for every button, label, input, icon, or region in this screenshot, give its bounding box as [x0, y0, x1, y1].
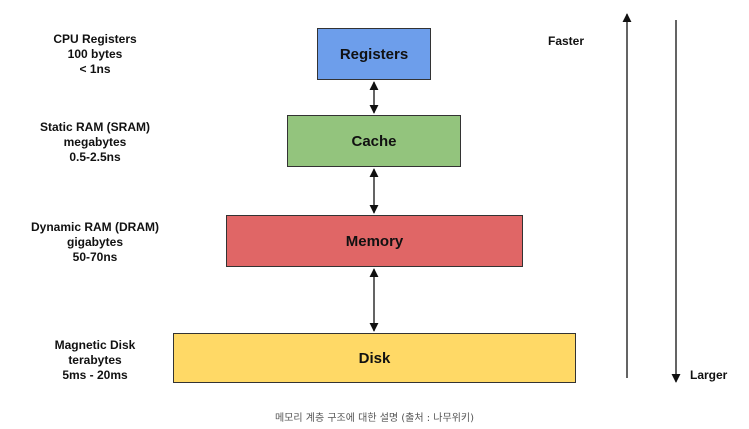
cache-box: Cache — [287, 115, 461, 167]
cache-description: Static RAM (SRAM) megabytes 0.5-2.5ns — [20, 120, 170, 165]
cache-desc-speed: 0.5-2.5ns — [69, 150, 121, 164]
registers-description: CPU Registers 100 bytes < 1ns — [30, 32, 160, 77]
memory-desc-speed: 50-70ns — [72, 250, 118, 264]
memory-desc-type: Dynamic RAM (DRAM) — [30, 220, 159, 234]
larger-label: Larger — [690, 368, 728, 382]
disk-desc-type: Magnetic Disk — [54, 338, 136, 352]
registers-desc-speed: < 1ns — [79, 62, 111, 76]
memory-description: Dynamic RAM (DRAM) gigabytes 50-70ns — [15, 220, 175, 265]
disk-description: Magnetic Disk terabytes 5ms - 20ms — [30, 338, 160, 383]
registers-box: Registers — [317, 28, 431, 80]
cache-desc-size: megabytes — [63, 135, 127, 149]
faster-label: Faster — [548, 34, 585, 48]
registers-desc-size: 100 bytes — [67, 47, 123, 61]
memory-desc-size: gigabytes — [66, 235, 123, 249]
figure-caption: 메모리 계층 구조에 대한 설명 (출처 : 나무위키) — [274, 413, 475, 424]
disk-desc-size: terabytes — [68, 353, 122, 367]
disk-box: Disk — [173, 333, 576, 383]
cache-desc-type: Static RAM (SRAM) — [40, 120, 150, 134]
registers-desc-type: CPU Registers — [53, 32, 137, 46]
memory-box: Memory — [226, 215, 523, 267]
disk-desc-speed: 5ms - 20ms — [62, 368, 128, 382]
